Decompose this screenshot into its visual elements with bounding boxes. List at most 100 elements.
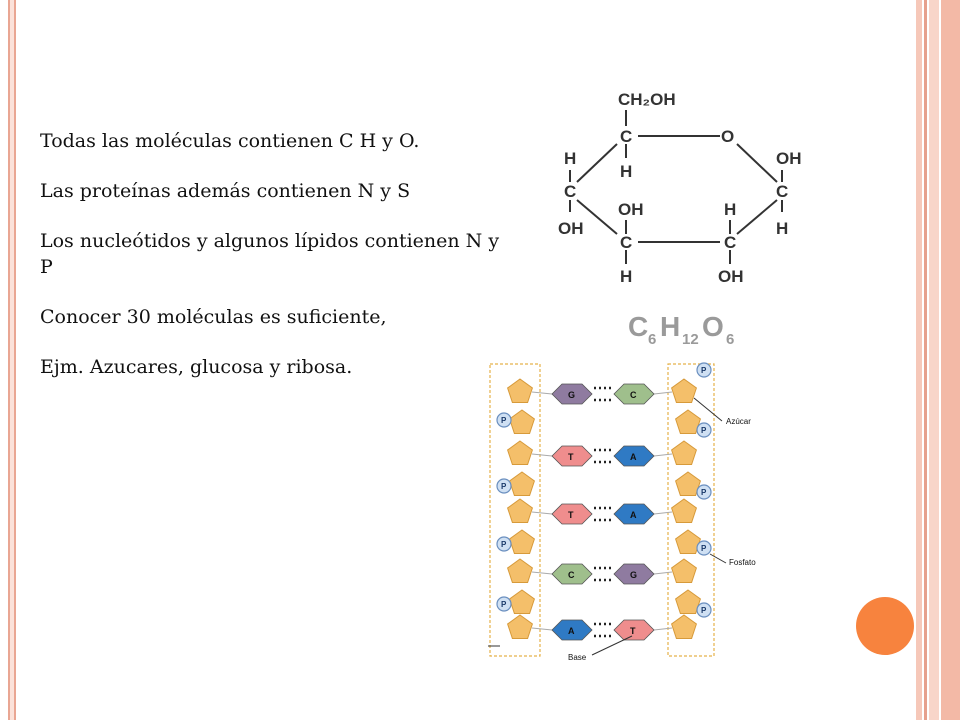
sugar-icon xyxy=(509,589,535,614)
sugar-icon xyxy=(509,409,535,434)
phosphate-icon xyxy=(696,602,712,618)
right-stripe-decoration xyxy=(916,0,922,720)
base-icon xyxy=(613,563,655,585)
phosphate-letter: P xyxy=(701,488,707,497)
base-letter: C xyxy=(630,390,637,400)
atom-c1: C xyxy=(776,182,788,201)
phosphate-letter: P xyxy=(701,426,707,435)
base-letter: G xyxy=(630,570,637,580)
atom-oh-c1: OH xyxy=(776,149,802,168)
bond-line xyxy=(653,453,673,457)
phosphate-letter: P xyxy=(701,606,707,615)
atom-h-c3: H xyxy=(620,267,632,286)
atom-c4: C xyxy=(564,182,576,201)
base-icon xyxy=(613,503,655,525)
phosphate-icon xyxy=(496,596,512,612)
atom-oh-c4: OH xyxy=(558,219,584,238)
base-letter: T xyxy=(568,510,574,520)
atom-c2: C xyxy=(724,233,736,252)
sugar-icon xyxy=(671,440,697,465)
atom-h-c4: H xyxy=(564,149,576,168)
atom-h-c5: H xyxy=(620,162,632,181)
sugar-icon xyxy=(509,471,535,496)
atom-c5: C xyxy=(620,127,632,146)
base-label: Base xyxy=(568,653,587,662)
bond-line xyxy=(653,571,673,575)
bond-line xyxy=(653,627,673,631)
phosphate-letter: P xyxy=(501,540,507,549)
right-stripe-decoration xyxy=(924,0,927,720)
atom-oh-c3: OH xyxy=(618,200,644,219)
base-letter: G xyxy=(568,390,575,400)
sugar-icon xyxy=(507,558,533,583)
atom-oh-c2: OH xyxy=(718,267,744,286)
bond-line xyxy=(531,571,553,575)
phosphate-label: Fosfato xyxy=(729,558,756,567)
phosphate-letter: P xyxy=(501,600,507,609)
sugar-icon xyxy=(675,529,701,554)
left-frame-decoration xyxy=(8,0,16,720)
sugar-icon xyxy=(671,614,697,639)
phosphate-icon xyxy=(496,412,512,428)
bond-line xyxy=(653,511,673,515)
svg-text:12: 12 xyxy=(682,331,699,348)
sugar-icon xyxy=(675,589,701,614)
base-icon xyxy=(551,619,593,641)
base-letter: A xyxy=(568,626,575,636)
right-stripe-decoration xyxy=(929,0,939,720)
bond-line xyxy=(531,391,553,395)
label-leader xyxy=(591,635,633,656)
phosphate-icon xyxy=(496,478,512,494)
bond-line xyxy=(531,511,553,515)
phosphate-letter: P xyxy=(501,482,507,491)
svg-text:H: H xyxy=(660,311,680,342)
sugar-icon xyxy=(507,378,533,403)
atom-h-c2: H xyxy=(724,200,736,219)
svg-text:C: C xyxy=(628,311,648,342)
base-icon xyxy=(551,445,593,467)
phosphate-letter: P xyxy=(701,366,707,375)
base-icon xyxy=(613,383,655,405)
bond-line xyxy=(531,453,553,457)
phosphate-icon xyxy=(696,362,712,378)
phosphate-icon xyxy=(496,536,512,552)
atom-h-c1: H xyxy=(776,219,788,238)
right-backbone-box xyxy=(667,363,715,657)
base-icon xyxy=(551,503,593,525)
atom-ring-oxygen: O xyxy=(721,127,734,146)
bond-line xyxy=(531,627,553,631)
sugar-icon xyxy=(507,614,533,639)
base-letter: T xyxy=(630,626,636,636)
base-letter: A xyxy=(630,452,637,462)
label-leader xyxy=(709,553,727,564)
base-letter: T xyxy=(568,452,574,462)
phosphate-letter: P xyxy=(701,544,707,553)
base-letter: C xyxy=(568,570,575,580)
sugar-icon xyxy=(509,529,535,554)
sugar-icon xyxy=(671,498,697,523)
base-letter: A xyxy=(630,510,637,520)
sugar-icon xyxy=(671,558,697,583)
sugar-icon xyxy=(675,409,701,434)
base-icon xyxy=(551,563,593,585)
sugar-icon xyxy=(675,471,701,496)
phosphate-icon xyxy=(696,422,712,438)
paragraph-5: Ejm. Azucares, glucosa y ribosa. xyxy=(40,356,353,378)
atom-c3: C xyxy=(620,233,632,252)
left-backbone-box xyxy=(489,363,541,657)
base-icon xyxy=(613,445,655,467)
base-icon xyxy=(551,383,593,405)
orange-circle-decoration xyxy=(856,597,914,655)
sugar-icon xyxy=(671,378,697,403)
phosphate-icon xyxy=(696,484,712,500)
phosphate-letter: P xyxy=(501,416,507,425)
paragraph-2: Las proteínas además contienen N y S xyxy=(40,180,411,202)
ch2oh-label: CH₂OH xyxy=(618,90,676,109)
sugar-icon xyxy=(507,440,533,465)
molecular-formula: C 6 H 12 O 6 xyxy=(628,311,734,348)
right-stripe-decoration xyxy=(941,0,960,720)
paragraph-3: Los nucleótidos y algunos lípidos contie… xyxy=(40,230,500,278)
sugar-icon xyxy=(507,498,533,523)
